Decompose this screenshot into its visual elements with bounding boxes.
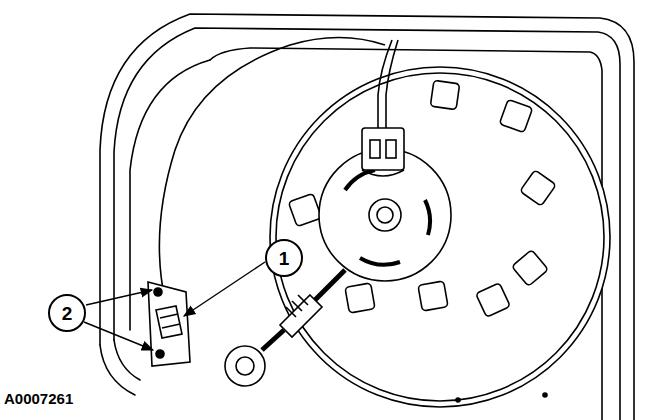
- connector-body: [362, 128, 404, 170]
- motor-wire: [378, 40, 392, 135]
- vent-hole: [476, 283, 511, 318]
- connector-latch: [386, 140, 396, 158]
- vent-hole: [345, 283, 375, 313]
- housing: [100, 14, 634, 420]
- ring-terminal-hole: [236, 357, 254, 375]
- figure-number: A0007261: [4, 390, 73, 407]
- motor-plate-rim: [276, 73, 604, 401]
- leader-line: [184, 262, 265, 316]
- motor-plate: [270, 67, 610, 407]
- rivet: [543, 393, 547, 397]
- resistor-bracket: [148, 38, 385, 367]
- motor-shaft: [369, 199, 401, 231]
- callout-number: 1: [279, 249, 290, 268]
- vent-hole: [418, 281, 448, 311]
- screw: [156, 350, 164, 358]
- motor-shaft-center: [377, 207, 393, 223]
- housing-lower-edge: [100, 340, 140, 395]
- terminal-neck: [262, 330, 284, 350]
- housing-inner-edge: [114, 28, 620, 420]
- blower-resistor: [156, 306, 182, 338]
- vent-hole: [499, 99, 532, 132]
- resistor-detail: [160, 314, 180, 328]
- callout-circle: 1: [265, 239, 303, 277]
- leader-line: [84, 322, 153, 350]
- ring-terminal: [225, 346, 265, 386]
- callout-number: 2: [62, 304, 73, 323]
- screw: [154, 288, 162, 296]
- motor-connector: [362, 40, 404, 176]
- vent-holes: [288, 80, 556, 317]
- housing-outer-edge: [100, 14, 634, 420]
- resistor-wire: [159, 38, 385, 301]
- blower-motor: [270, 67, 610, 407]
- vent-hole: [520, 170, 556, 206]
- vent-hole: [512, 250, 549, 287]
- connector-base: [362, 170, 404, 176]
- vent-hole: [288, 193, 321, 226]
- connector-latch: [370, 140, 380, 158]
- rivet: [456, 398, 460, 402]
- hub-slots: [345, 170, 430, 265]
- boot-ribs: [286, 295, 308, 317]
- wire-boot: [280, 295, 322, 337]
- leader-lines: [84, 262, 265, 350]
- motor-wire: [386, 40, 398, 135]
- callout-circle: 2: [48, 294, 86, 332]
- bracket-plate: [148, 282, 190, 366]
- ground-lead: [225, 270, 345, 386]
- vent-hole: [430, 80, 459, 109]
- leader-line: [86, 290, 152, 305]
